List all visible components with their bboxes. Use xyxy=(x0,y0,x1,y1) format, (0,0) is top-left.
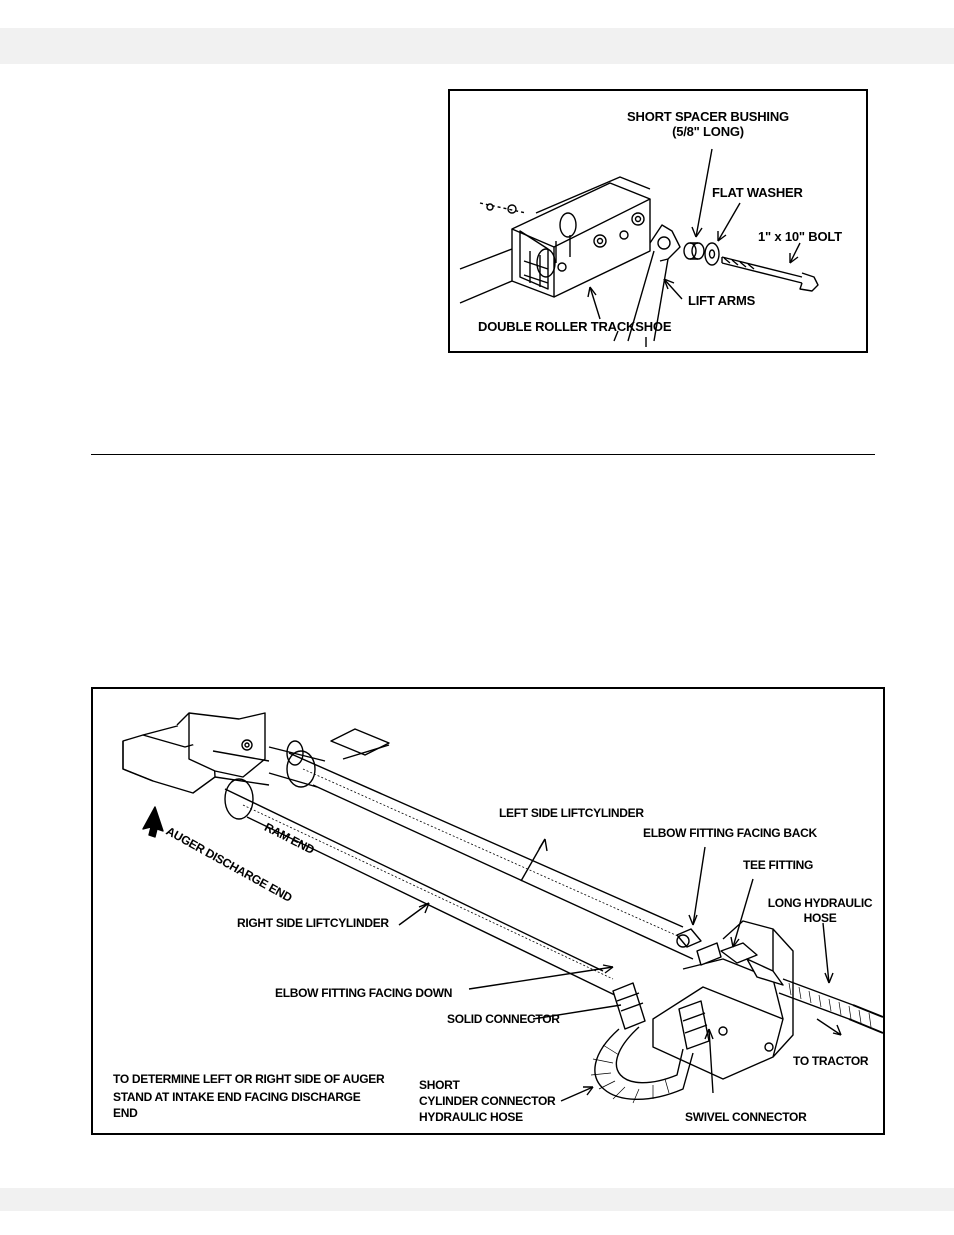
label-short-spacer-bushing: SHORT SPACER BUSHING xyxy=(627,109,789,124)
label-elbow-fitting-back: ELBOW FITTING FACING BACK xyxy=(643,826,817,840)
label-short-hose-line3: HYDRAULIC HOSE xyxy=(419,1110,523,1124)
label-left-side-liftcylinder: LEFT SIDE LIFTCYLINDER xyxy=(499,806,644,820)
label-long-hose-line2: HOSE xyxy=(803,911,837,925)
trackshoe-assembly-figure: SHORT SPACER BUSHING (5/8" LONG) FLAT WA… xyxy=(448,89,868,353)
label-to-tractor: TO TRACTOR xyxy=(793,1054,869,1068)
note-line3: END xyxy=(113,1106,138,1120)
label-short-hose-line1: SHORT xyxy=(419,1078,460,1092)
section-divider xyxy=(91,454,875,455)
label-flat-washer: FLAT WASHER xyxy=(712,185,803,200)
footer-band xyxy=(0,1188,954,1211)
label-bolt: 1" x 10" BOLT xyxy=(758,229,842,244)
label-lift-arms: LIFT ARMS xyxy=(688,293,756,308)
label-right-side-liftcylinder: RIGHT SIDE LIFTCYLINDER xyxy=(237,916,389,930)
note-line2: STAND AT INTAKE END FACING DISCHARGE xyxy=(113,1090,361,1104)
label-tee-fitting: TEE FITTING xyxy=(743,858,814,872)
note-line1: TO DETERMINE LEFT OR RIGHT SIDE OF AUGER xyxy=(113,1072,385,1086)
label-long-hose-line1: LONG HYDRAULIC xyxy=(767,896,873,910)
label-short-spacer-length: (5/8" LONG) xyxy=(672,124,744,139)
lift-cylinder-drawing xyxy=(122,712,884,1104)
label-elbow-fitting-down: ELBOW FITTING FACING DOWN xyxy=(275,986,453,1000)
label-swivel-connector: SWIVEL CONNECTOR xyxy=(685,1110,807,1124)
lift-cylinder-hydraulic-figure: LEFT SIDE LIFTCYLINDER ELBOW FITTING FAC… xyxy=(91,687,885,1135)
trackshoe-drawing xyxy=(459,148,819,347)
label-double-roller-trackshoe: DOUBLE ROLLER TRACKSHOE xyxy=(478,319,672,334)
header-band xyxy=(0,28,954,64)
label-solid-connector: SOLID CONNECTOR xyxy=(447,1012,560,1026)
label-short-hose-line2: CYLINDER CONNECTOR xyxy=(419,1094,556,1108)
